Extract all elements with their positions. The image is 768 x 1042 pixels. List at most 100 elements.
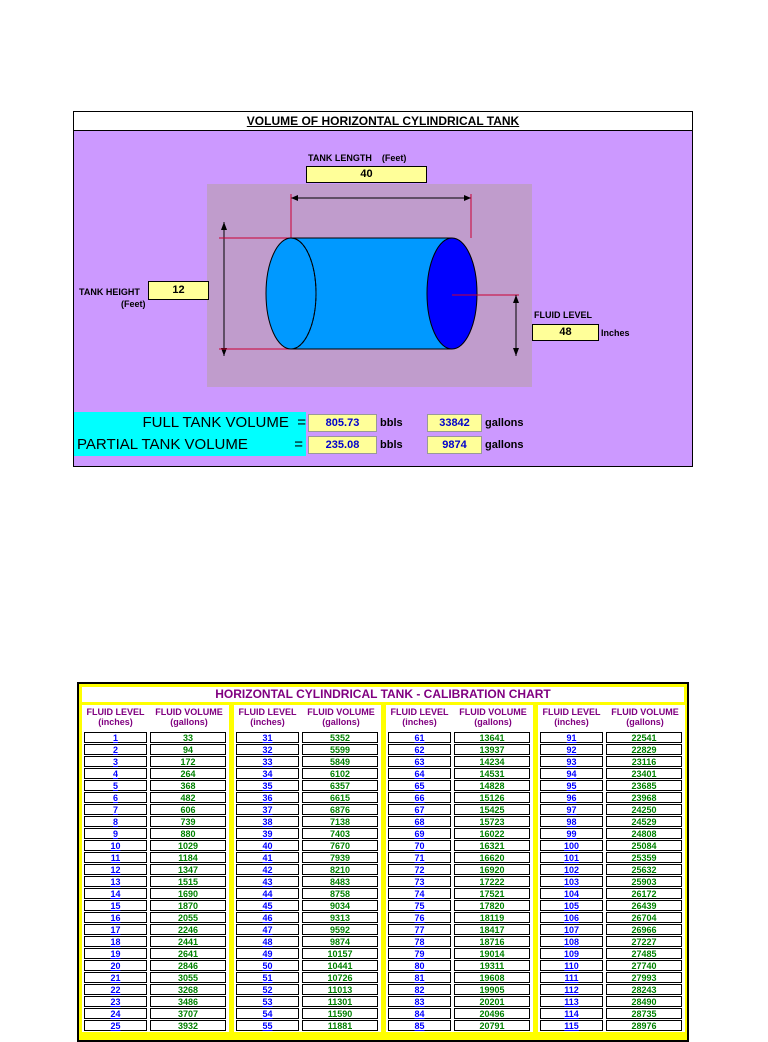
- fluid-level-cell: 53: [236, 996, 299, 1007]
- fluid-volume-cell: 27740: [606, 960, 682, 971]
- fluid-volume-cell: 22541: [606, 732, 682, 743]
- fluid-level-cell: 84: [388, 1008, 451, 1019]
- fluid-volume-cell: 18716: [454, 936, 530, 947]
- fluid-level-cell: 46: [236, 912, 299, 923]
- fluid-level-cell: 17: [84, 924, 147, 935]
- fluid-level-cell: 113: [540, 996, 603, 1007]
- fluid-volume-cell: 5352: [302, 732, 378, 743]
- fluid-volume-header: FLUID VOLUME(gallons): [301, 705, 381, 731]
- fluid-level-cell: 15: [84, 900, 147, 911]
- calibration-column-group: FLUID LEVEL(inches)FLUID VOLUME(gallons)…: [234, 705, 381, 1032]
- height-arrow-bottom: [221, 348, 227, 356]
- fluid-volume-cell: 3055: [150, 972, 226, 983]
- fluid-volume-cell: 9874: [302, 936, 378, 947]
- fluid-level-cell: 110: [540, 960, 603, 971]
- tank-length-label: TANK LENGTH (Feet): [308, 153, 406, 163]
- length-arrow-right: [464, 195, 471, 201]
- tank-length-unit: (Feet): [381, 153, 407, 163]
- fluid-level-cell: 98: [540, 816, 603, 827]
- fluid-arrow-top: [513, 295, 519, 303]
- fluid-level-cell: 106: [540, 912, 603, 923]
- partial-volume-label: PARTIAL TANK VOLUME: [77, 436, 248, 453]
- fluid-level-cell: 42: [236, 864, 299, 875]
- fluid-level-cell: 35: [236, 780, 299, 791]
- tank-height-input[interactable]: 12: [148, 281, 209, 300]
- fluid-level-cell: 63: [388, 756, 451, 767]
- fluid-volume-cell: 13937: [454, 744, 530, 755]
- fluid-volume-cell: 13641: [454, 732, 530, 743]
- fluid-level-cell: 48: [236, 936, 299, 947]
- fluid-volume-cell: 16321: [454, 840, 530, 851]
- fluid-level-label: FLUID LEVEL: [534, 310, 592, 320]
- fluid-volume-cell: 8758: [302, 888, 378, 899]
- tank-volume-calculator: VOLUME OF HORIZONTAL CYLINDRICAL TANK TA…: [73, 111, 693, 467]
- fluid-level-input[interactable]: 48: [532, 324, 599, 341]
- fluid-volume-cell: 94: [150, 744, 226, 755]
- fluid-volume-cell: 24808: [606, 828, 682, 839]
- fluid-level-cell: 38: [236, 816, 299, 827]
- column-header: FLUID LEVEL(inches)FLUID VOLUME(gallons): [386, 705, 533, 731]
- tank-length-input[interactable]: 40: [306, 166, 427, 183]
- fluid-volume-cell: 9034: [302, 900, 378, 911]
- full-volume-equals: =: [297, 414, 306, 431]
- fluid-level-cell: 114: [540, 1008, 603, 1019]
- fluid-volume-cell: 28976: [606, 1020, 682, 1031]
- fluid-volume-cell: 19311: [454, 960, 530, 971]
- fluid-volume-cell: 18119: [454, 912, 530, 923]
- fluid-volume-header-line1: FLUID VOLUME: [155, 707, 223, 717]
- fluid-level-cell: 80: [388, 960, 451, 971]
- fluid-volume-cell: 16920: [454, 864, 530, 875]
- cylinder-body: [291, 238, 452, 349]
- fluid-volume-cell: 33: [150, 732, 226, 743]
- fluid-volume-cell: 3932: [150, 1020, 226, 1031]
- fluid-volume-cell: 10726: [302, 972, 378, 983]
- fluid-volume-cell: 2055: [150, 912, 226, 923]
- calibration-column-group: FLUID LEVEL(inches)FLUID VOLUME(gallons)…: [538, 705, 685, 1032]
- calibration-column-group: FLUID LEVEL(inches)FLUID VOLUME(gallons)…: [386, 705, 533, 1032]
- fluid-level-header: FLUID LEVEL(inches): [82, 705, 149, 731]
- fluid-volume-header-line2: (gallons): [170, 717, 208, 727]
- partial-gallons-unit: gallons: [485, 439, 524, 451]
- fluid-volume-cell: 6615: [302, 792, 378, 803]
- fluid-level-header-line2: (inches): [98, 717, 133, 727]
- fluid-volume-cell: 6102: [302, 768, 378, 779]
- fluid-level-cell: 6: [84, 792, 147, 803]
- fluid-volume-cell: 23401: [606, 768, 682, 779]
- fluid-level-unit: Inches: [601, 328, 630, 338]
- fluid-volume-cell: 3707: [150, 1008, 226, 1019]
- fluid-level-cell: 22: [84, 984, 147, 995]
- fluid-level-cell: 76: [388, 912, 451, 923]
- fluid-volume-cell: 27485: [606, 948, 682, 959]
- fluid-volume-header-line1: FLUID VOLUME: [459, 707, 527, 717]
- fluid-level-cell: 34: [236, 768, 299, 779]
- fluid-volume-cell: 8483: [302, 876, 378, 887]
- fluid-level-cell: 44: [236, 888, 299, 899]
- fluid-level-cell: 97: [540, 804, 603, 815]
- fluid-level-header-line1: FLUID LEVEL: [390, 707, 449, 717]
- fluid-level-cell: 74: [388, 888, 451, 899]
- fluid-volume-cell: 10441: [302, 960, 378, 971]
- fluid-level-cell: 49: [236, 948, 299, 959]
